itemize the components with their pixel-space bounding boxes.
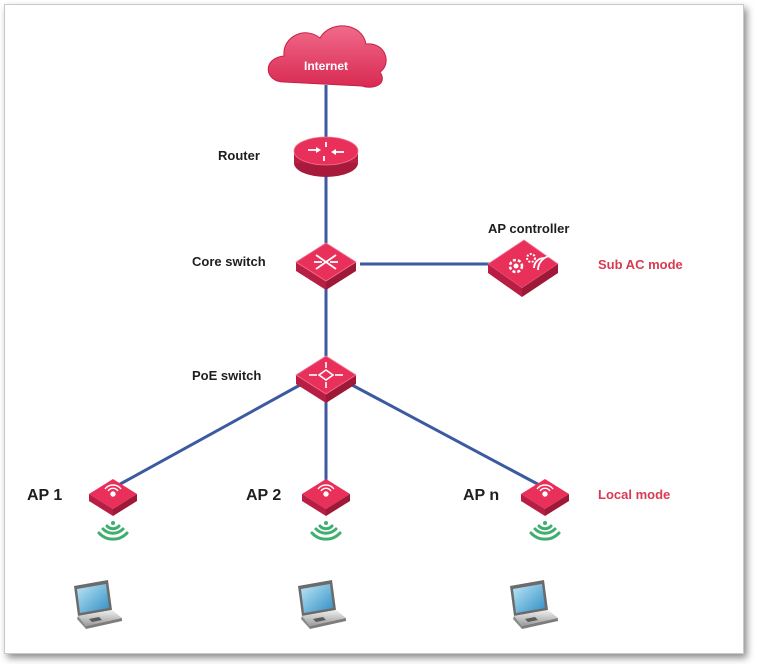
- access-point-1: AP 1: [27, 479, 137, 629]
- ap-label: AP 1: [27, 487, 62, 504]
- internet-label: Internet: [304, 59, 348, 73]
- wifi-signal-icon: [99, 521, 127, 539]
- switch-icon: [296, 243, 356, 290]
- ap-label: AP n: [463, 487, 499, 504]
- laptop-icon: [74, 580, 122, 629]
- switch-icon: [296, 356, 356, 403]
- controller-mode-label: Sub AC mode: [598, 257, 683, 272]
- wifi-signal-icon: [531, 521, 559, 539]
- router-label: Router: [218, 148, 260, 163]
- access-point-2: AP 2: [246, 479, 350, 629]
- router-icon: [294, 137, 358, 177]
- poe-switch-label: PoE switch: [192, 368, 261, 383]
- link-poe-apn: [352, 385, 545, 488]
- ap-label: AP 2: [246, 487, 281, 504]
- core-switch-node: Core switch: [192, 243, 356, 290]
- wifi-signal-icon: [312, 521, 340, 539]
- cloud-icon: [268, 26, 386, 87]
- ap-controller-node: AP controller Sub AC mode: [488, 221, 683, 297]
- ap-mode-label: Local mode: [598, 487, 670, 502]
- laptop-icon: [510, 580, 558, 629]
- access-point-icon: [302, 479, 350, 516]
- ap-controller-label: AP controller: [488, 221, 569, 236]
- link-poe-ap1: [113, 385, 300, 488]
- internet-cloud: Internet: [268, 26, 386, 87]
- access-point-icon: [521, 479, 569, 516]
- core-switch-label: Core switch: [192, 254, 266, 269]
- router-node: Router: [218, 137, 358, 177]
- poe-switch-node: PoE switch: [192, 356, 356, 403]
- access-point-icon: [89, 479, 137, 516]
- access-point-n: AP n Local mode: [463, 479, 670, 629]
- gear-wifi-icon: [488, 240, 558, 297]
- laptop-icon: [298, 580, 346, 629]
